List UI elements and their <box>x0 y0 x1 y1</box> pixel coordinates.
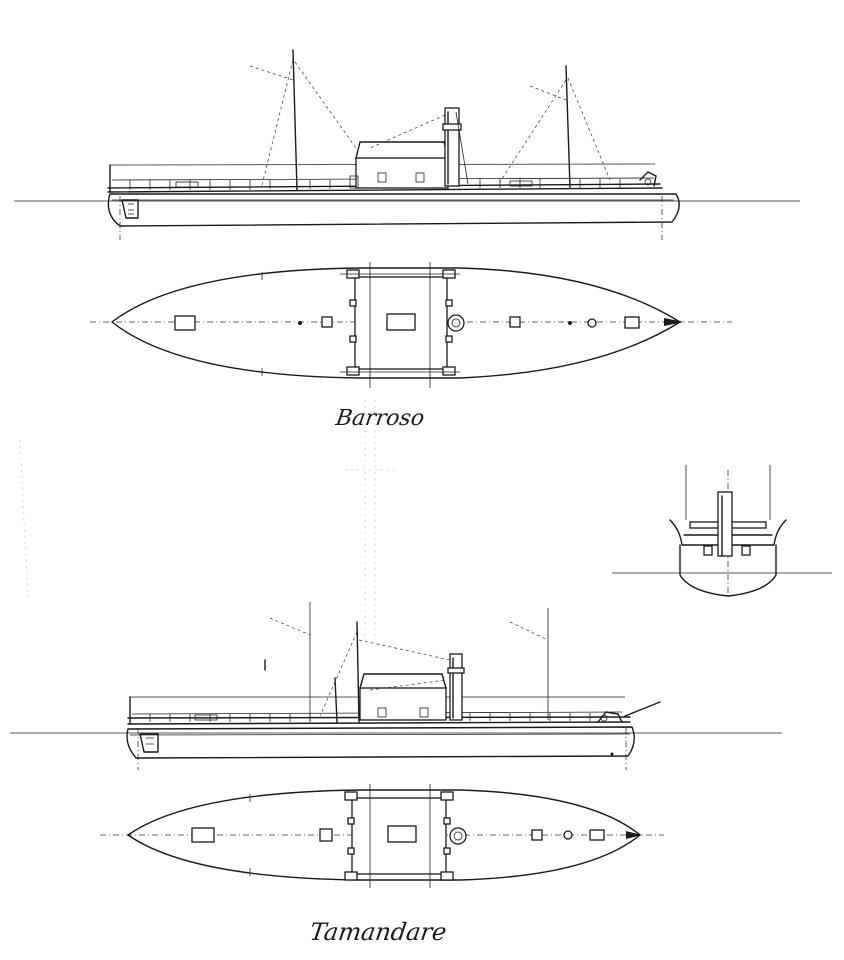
ghost-marks <box>19 400 395 640</box>
body-plan-section-view <box>612 465 832 600</box>
tamandare-caption: Tamandare <box>308 918 449 946</box>
hull <box>126 726 635 759</box>
funnel <box>449 653 463 721</box>
casemate <box>359 687 447 721</box>
hull <box>107 193 680 227</box>
barroso-plan-view <box>90 262 732 388</box>
barroso-caption: Barroso <box>334 406 426 431</box>
barroso-profile-view <box>14 49 800 240</box>
tamandare-profile-view <box>10 602 782 770</box>
fore-mast <box>565 65 571 189</box>
section-funnel <box>717 491 733 557</box>
main-mast <box>356 621 360 723</box>
tamandare-plan-view <box>100 784 664 888</box>
section-hull <box>679 544 777 597</box>
main-mast <box>292 49 298 191</box>
casemate <box>355 157 449 189</box>
